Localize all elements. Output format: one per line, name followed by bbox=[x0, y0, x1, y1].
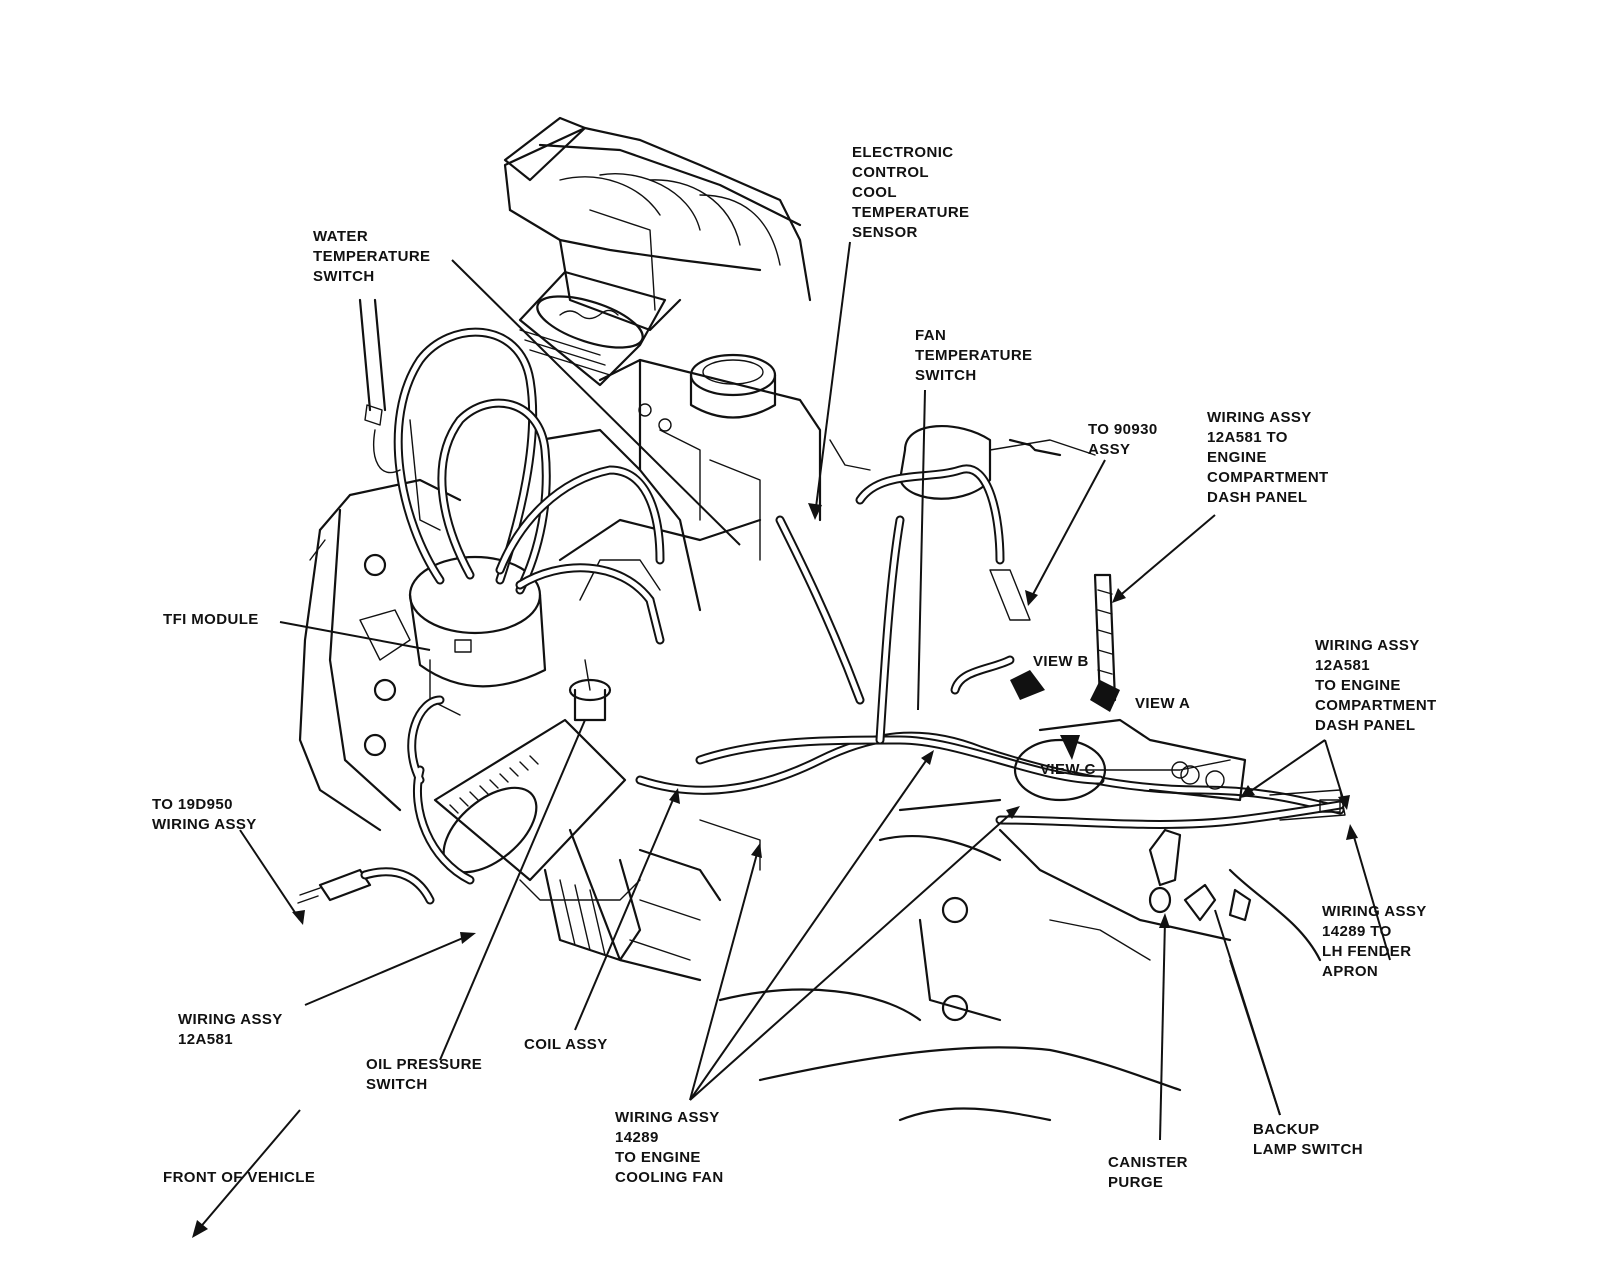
lower-left-structure bbox=[568, 828, 722, 982]
label-water-temp-switch: WATER TEMPERATURE SWITCH bbox=[313, 228, 431, 285]
label-oil-pressure-switch: OIL PRESSURE SWITCH bbox=[366, 1056, 483, 1093]
label-canister-purge: CANISTER PURGE bbox=[1108, 1154, 1188, 1191]
label-to-19d950: TO 19D950 WIRING ASSY bbox=[152, 796, 257, 833]
label-wiring-14289-fan: WIRING ASSY 14289 TO ENGINE COOLING FAN bbox=[615, 1109, 724, 1186]
label-ecc-sensor: ELECTRONIC CONTROL COOL TEMPERATURE SENS… bbox=[852, 144, 970, 241]
label-view-a: VIEW A bbox=[1135, 695, 1191, 712]
ford-emblem bbox=[518, 270, 667, 387]
fan-temp-switch-housing bbox=[829, 425, 1096, 621]
lower-block bbox=[699, 759, 1322, 1122]
label-view-c: VIEW C bbox=[1040, 761, 1096, 778]
leader-lines bbox=[192, 241, 1391, 1238]
label-fan-temp-switch: FAN TEMPERATURE SWITCH bbox=[915, 327, 1033, 384]
spark-plug-wires bbox=[373, 327, 665, 645]
label-front-of-vehicle: FRONT OF VEHICLE bbox=[163, 1169, 316, 1186]
intake-manifold bbox=[503, 116, 812, 332]
right-bracket bbox=[1013, 718, 1247, 802]
view-arrows bbox=[1010, 670, 1120, 760]
coil-assy bbox=[543, 659, 642, 962]
main-harness bbox=[407, 515, 1346, 885]
engine-block bbox=[538, 358, 822, 612]
label-view-b: VIEW B bbox=[1033, 653, 1089, 670]
label-to-90930: TO 90930 ASSY bbox=[1088, 421, 1158, 458]
label-backup-lamp-switch: BACKUP LAMP SWITCH bbox=[1253, 1121, 1363, 1158]
label-coil-assy: COIL ASSY bbox=[524, 1036, 608, 1053]
label-wiring-12a581-top: WIRING ASSY 12A581 TO ENGINE COMPARTMENT… bbox=[1207, 409, 1329, 506]
label-wiring-14289-fender: WIRING ASSY 14289 TO LH FENDER APRON bbox=[1322, 903, 1427, 980]
bellhousing bbox=[298, 298, 462, 832]
connector-19d950 bbox=[297, 867, 435, 905]
oil-filler-cap bbox=[689, 353, 777, 419]
label-wiring-12a581-bottom: WIRING ASSY 12A581 bbox=[178, 1011, 283, 1048]
label-tfi-module: TFI MODULE bbox=[163, 611, 259, 628]
label-wiring-12a581-right: WIRING ASSY 12A581 TO ENGINE COMPARTMENT… bbox=[1315, 637, 1437, 734]
